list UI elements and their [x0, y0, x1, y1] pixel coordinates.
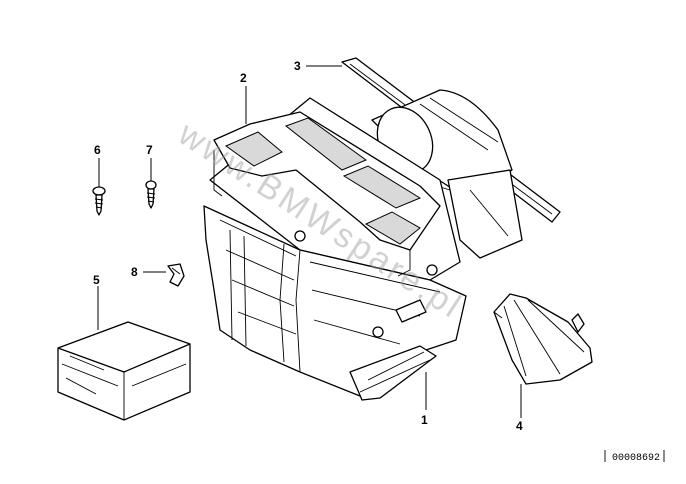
callout-8: 8 — [131, 265, 138, 279]
leader-lines — [97, 65, 522, 418]
callout-1: 1 — [421, 413, 428, 427]
part-7-screw[interactable] — [145, 180, 157, 209]
part-5-filter[interactable] — [57, 321, 191, 421]
part-2-gasket[interactable] — [213, 111, 441, 277]
part-8-clip[interactable] — [167, 263, 185, 287]
document-number-box: 00008692 — [604, 450, 665, 464]
part-3-blower[interactable] — [341, 57, 561, 259]
part-6-screw[interactable] — [92, 186, 106, 216]
callout-5: 5 — [93, 273, 100, 287]
callout-2: 2 — [240, 71, 247, 85]
document-number: 00008692 — [612, 453, 660, 464]
callout-4: 4 — [516, 419, 523, 433]
callout-3: 3 — [294, 59, 301, 73]
callout-7: 7 — [146, 143, 153, 157]
callout-6: 6 — [94, 143, 101, 157]
part-4-duct[interactable] — [493, 293, 593, 385]
